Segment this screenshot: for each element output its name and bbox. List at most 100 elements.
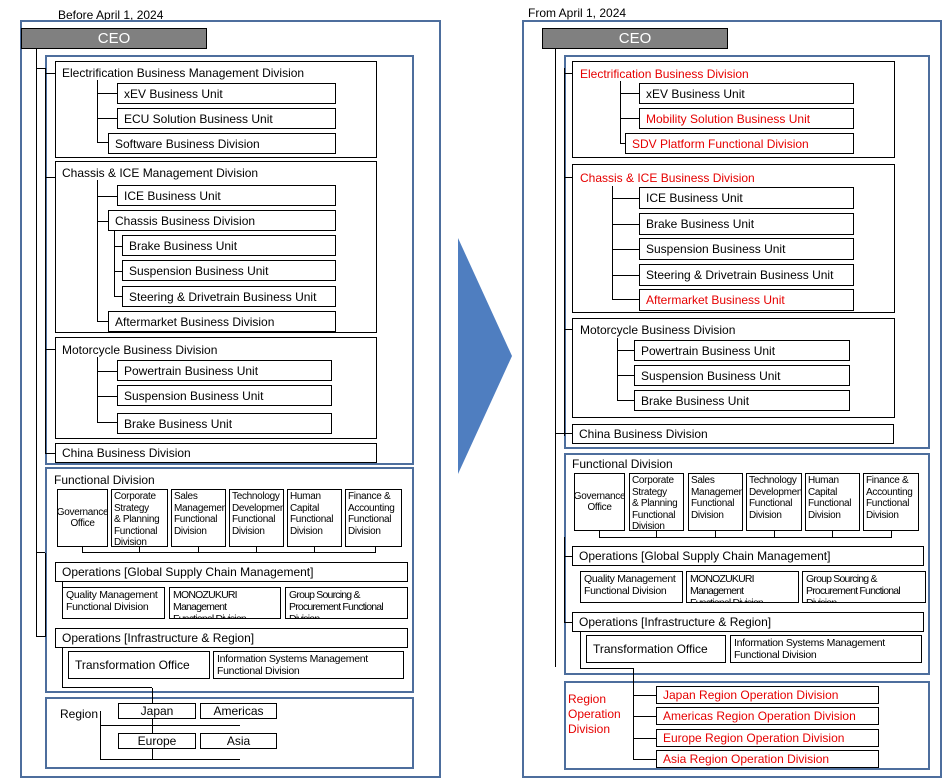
before-brake-unit: Brake Business Unit — [122, 235, 336, 256]
after-info-systems-division: Information Systems Management Functiona… — [730, 635, 922, 663]
after-panel — [522, 20, 942, 778]
before-region-europe: Europe — [118, 733, 196, 749]
before-electrification-group — [55, 61, 377, 158]
after-elec-connector — [620, 81, 621, 143]
before-ceo-box: CEO — [21, 28, 207, 49]
before-xev-unit: xEV Business Unit — [117, 83, 336, 104]
after-biz-branch — [564, 73, 572, 74]
before-func-drop — [139, 547, 140, 552]
before-biz-trunk — [45, 68, 46, 454]
after-ceo-trunk — [555, 49, 556, 667]
after-chassis-branch — [612, 275, 639, 276]
after-region-trunk — [633, 668, 634, 760]
before-ceo-trunk — [36, 49, 37, 637]
after-chassis-branch — [612, 249, 639, 250]
before-func-drop — [198, 547, 199, 552]
before-region-japan: Japan — [118, 703, 196, 719]
before-infra-bottom — [62, 687, 152, 688]
before-elec-branch — [97, 118, 117, 119]
after-region-branch — [633, 695, 656, 696]
before-steering-unit: Steering & Drivetrain Business Unit — [122, 286, 336, 307]
after-chassis-branch — [612, 224, 639, 225]
after-biz-trunk — [564, 68, 565, 436]
after-func-drop — [891, 531, 892, 537]
after-functional-frame — [564, 453, 930, 675]
after-ops-trunk — [564, 537, 565, 623]
before-region-drop — [100, 711, 101, 760]
before-gsc-connector — [62, 582, 63, 590]
after-ops-gsc-title: Operations [Global Supply Chain Manageme… — [572, 546, 924, 566]
before-aftermarket-division: Aftermarket Business Division — [108, 311, 336, 332]
after-electrification-title: Electrification Business Division — [580, 67, 749, 81]
after-aftermarket-unit: Aftermarket Business Unit — [639, 289, 854, 311]
after-moto-brake-unit: Brake Business Unit — [634, 390, 850, 411]
before-func-drop — [82, 547, 83, 552]
after-europe-region-division: Europe Region Operation Division — [656, 729, 879, 747]
before-func-sales: Sales Management Functional Division — [171, 489, 226, 547]
after-func-strategy: Corporate Strategy & Planning Functional… — [629, 473, 684, 531]
after-func-human: Human Capital Functional Division — [805, 473, 860, 531]
before-chassis-sub-branch — [114, 246, 122, 247]
before-quality-division: Quality Management Functional Division — [62, 587, 165, 619]
after-region-title: Region Operation Division — [568, 692, 621, 736]
before-region-trunk — [152, 688, 153, 760]
after-infra-bottom — [580, 668, 633, 669]
after-electrification-group — [572, 61, 895, 158]
after-business-frame — [564, 55, 930, 449]
after-functional-title: Functional Division — [572, 457, 673, 471]
before-ecu-unit: ECU Solution Business Unit — [117, 108, 336, 129]
before-region-frame — [45, 697, 414, 769]
before-moto-branch — [97, 396, 117, 397]
before-electrification-title: Electrification Business Management Divi… — [62, 66, 305, 80]
after-elec-branch — [620, 118, 639, 119]
after-americas-region-division: Americas Region Operation Division — [656, 707, 879, 725]
before-panel — [20, 20, 441, 778]
before-chassis-group — [55, 161, 377, 333]
before-moto-suspension-unit: Suspension Business Unit — [117, 385, 332, 406]
before-region-americas: Americas — [200, 703, 277, 719]
before-biz-branch — [45, 349, 55, 350]
after-moto-branch — [617, 400, 634, 401]
before-func-bus — [82, 552, 376, 553]
before-ice-unit: ICE Business Unit — [117, 185, 336, 206]
after-transformation-office: Transformation Office — [586, 635, 726, 663]
after-ops-branch — [564, 622, 572, 623]
before-func-drop — [375, 547, 376, 552]
before-moto-branch — [97, 422, 117, 423]
before-func-finance: Finance & Accounting Functional Division — [345, 489, 402, 547]
after-func-finance: Finance & Accounting Functional Division — [863, 473, 919, 531]
after-sourcing-division: Group Sourcing & Procurement Functional … — [802, 571, 926, 603]
after-func-drop — [599, 531, 600, 537]
after-ceo-box: CEO — [542, 28, 728, 49]
before-elec-branch — [97, 93, 117, 94]
before-software-division: Software Business Division — [108, 133, 336, 154]
before-transformation-office: Transformation Office — [68, 651, 210, 679]
before-chassis-sub-branch — [114, 271, 122, 272]
after-elec-branch — [620, 93, 639, 94]
before-business-frame — [45, 55, 414, 465]
after-asia-region-division: Asia Region Operation Division — [656, 750, 879, 768]
before-chassis-sub-connector — [114, 231, 115, 297]
before-ops-infra-title: Operations [Infrastructure & Region] — [55, 628, 408, 648]
before-china-division: China Business Division — [55, 443, 377, 463]
after-func-drop — [715, 531, 716, 537]
after-motorcycle-title: Motorcycle Business Division — [580, 323, 736, 337]
after-japan-region-division: Japan Region Operation Division — [656, 686, 879, 704]
after-powertrain-unit: Powertrain Business Unit — [634, 340, 850, 361]
right-arrow-icon — [458, 238, 512, 474]
before-elec-connector — [97, 80, 98, 142]
after-ice-unit: ICE Business Unit — [639, 187, 854, 209]
before-info-systems-division: Information Systems Management Functiona… — [213, 651, 404, 679]
after-ops-infra-title: Operations [Infrastructure & Region] — [572, 612, 924, 632]
after-func-bus — [599, 537, 892, 538]
before-date-label: Before April 1, 2024 — [58, 8, 164, 22]
after-chassis-connector — [612, 186, 613, 300]
before-chassis-title: Chassis & ICE Management Division — [62, 166, 259, 180]
after-biz-branch — [564, 177, 572, 178]
before-func-technology: Technology Development Functional Divisi… — [229, 489, 284, 547]
after-region-branch — [633, 716, 656, 717]
before-infra-connector — [62, 648, 63, 688]
before-ceo-branch — [36, 552, 45, 553]
before-moto-brake-unit: Brake Business Unit — [117, 413, 332, 434]
before-monozukuri-division: MONOZUKURI Management Functional Divisio… — [169, 587, 281, 619]
